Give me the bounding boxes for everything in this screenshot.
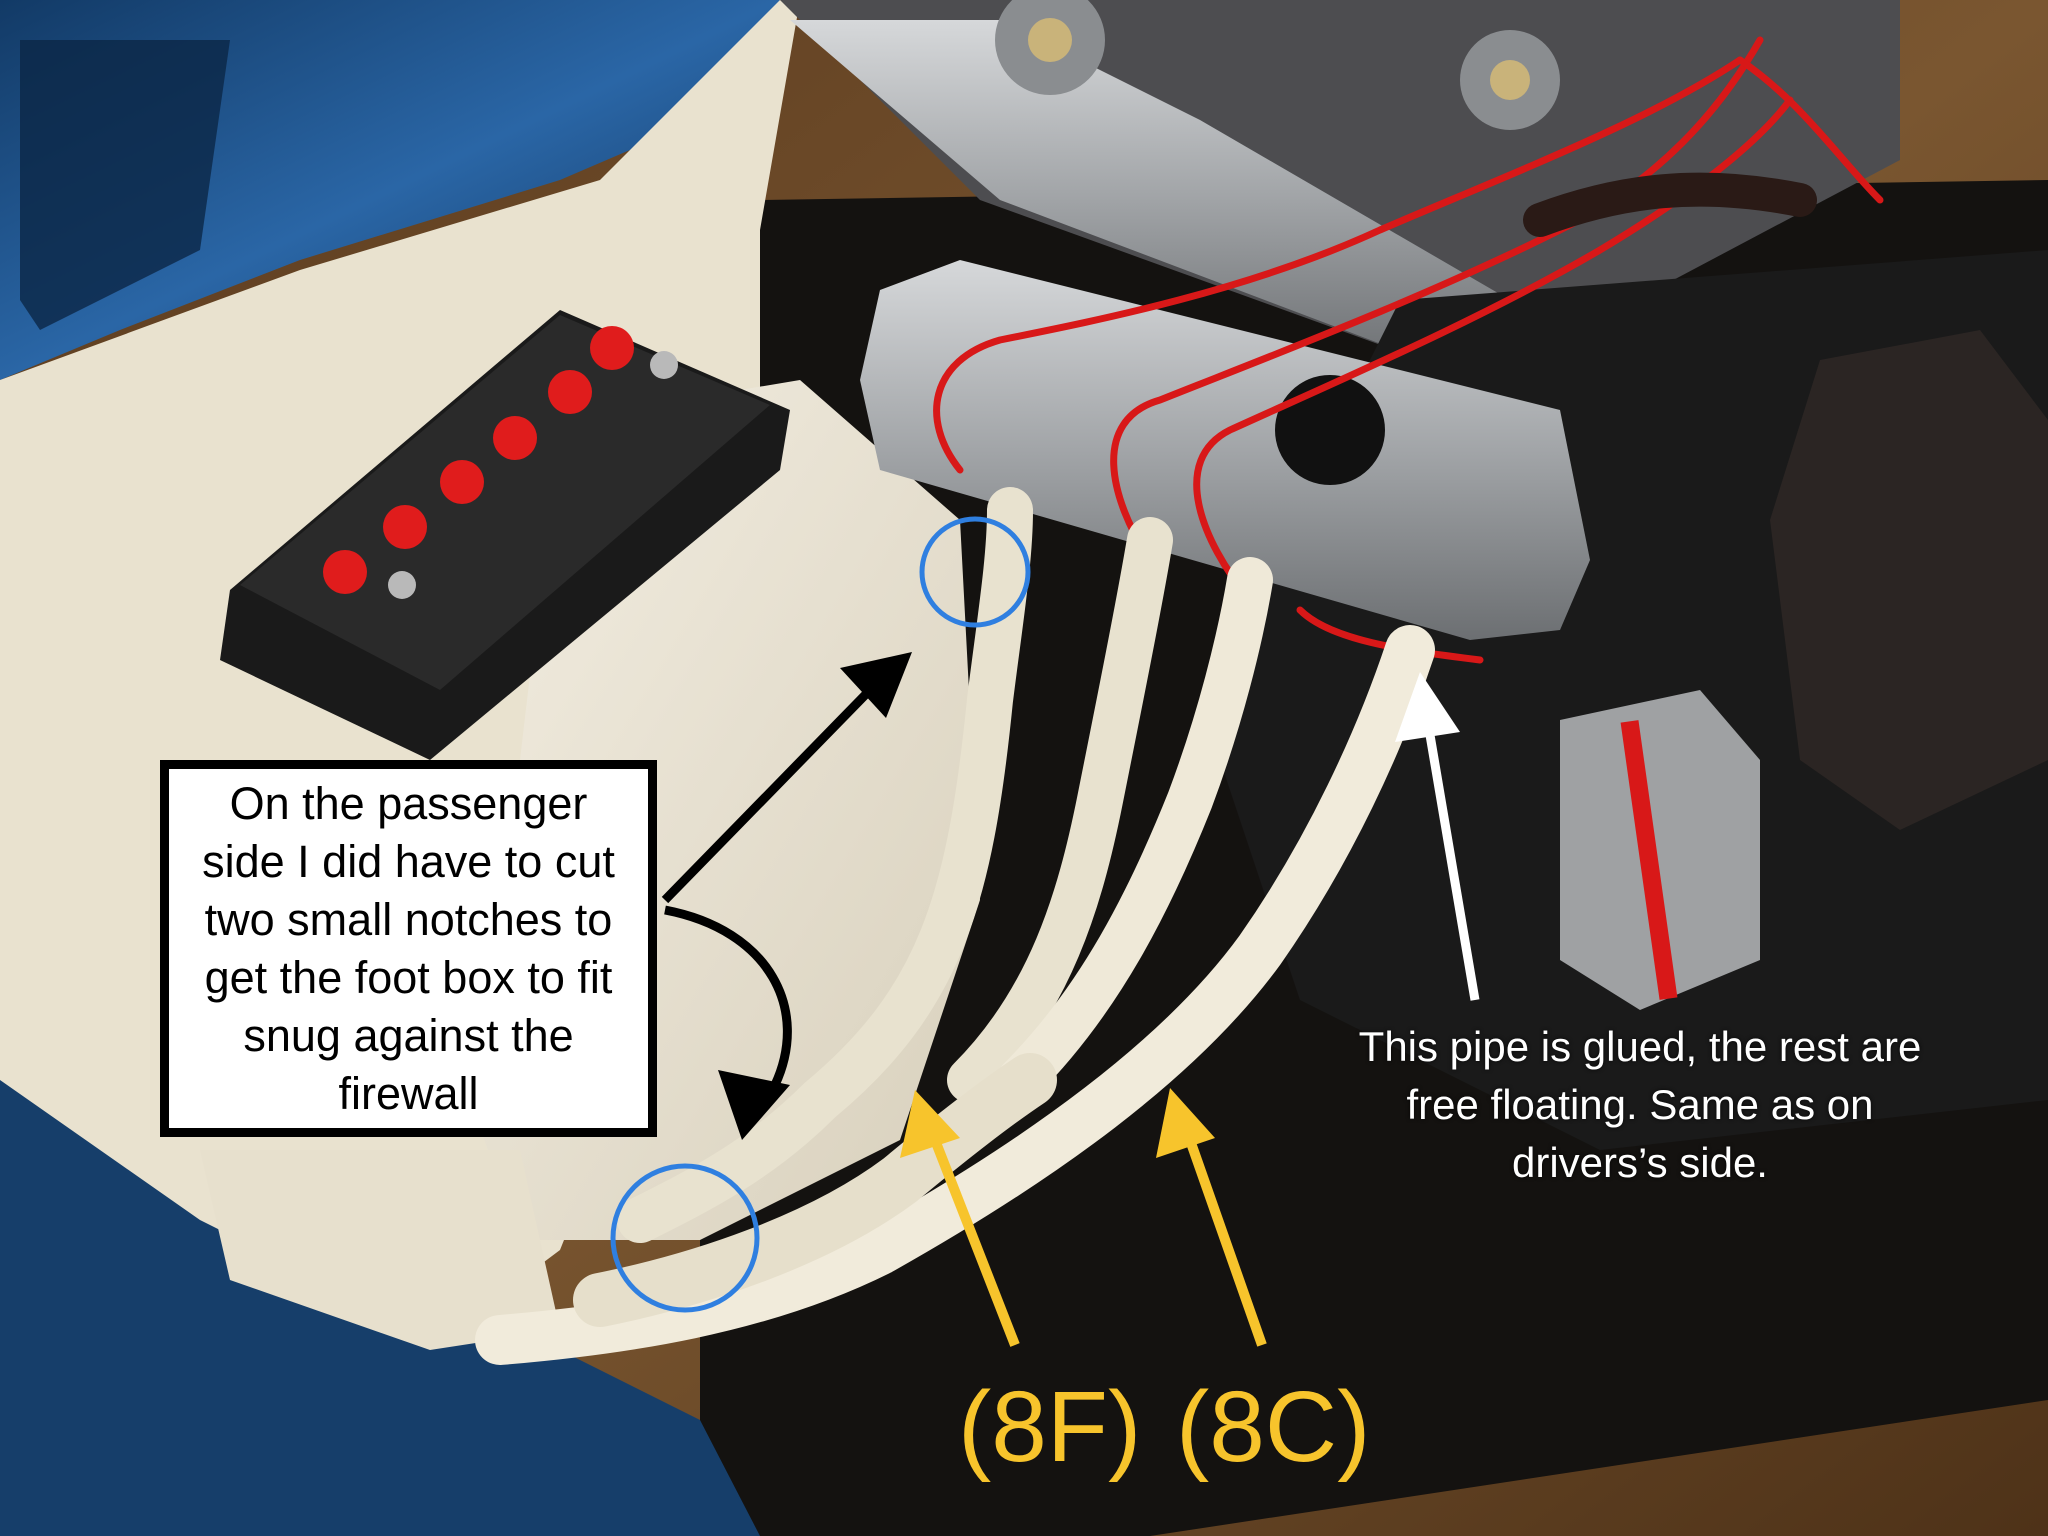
oil-cap <box>1275 375 1385 485</box>
header-pipe-2 <box>947 517 1173 1103</box>
yellow-arrow-8c <box>1156 1088 1267 1347</box>
header-pipe-3 <box>997 557 1273 1103</box>
yellow-arrow-8f <box>900 1090 1020 1347</box>
distributor <box>1560 690 1760 1010</box>
header-pipe-1 <box>617 487 1033 1243</box>
passenger-side-note-text: On the passenger side I did have to cut … <box>202 777 615 1119</box>
air-cleaner-silver-face <box>790 20 1510 370</box>
black-arrow-to-lower-notch <box>664 905 792 1140</box>
black-arrow-to-upper-notch <box>661 652 912 904</box>
collector-pipe <box>573 1053 1057 1327</box>
car-body-blue-recess <box>20 40 230 330</box>
passenger-side-note: On the passenger side I did have to cut … <box>160 760 657 1137</box>
notch-circle-lower <box>610 1163 760 1313</box>
battery-top <box>240 315 770 690</box>
label-8c: (8C) <box>1176 1371 1371 1483</box>
battery-caps <box>323 326 678 599</box>
valve-cover <box>860 260 1590 640</box>
foot-box-step <box>200 1150 560 1350</box>
glued-pipe-note: This pipe is glued, the rest are free fl… <box>1358 1023 1922 1186</box>
distributor-red-band <box>1620 720 1678 1000</box>
pulley <box>1770 330 2048 830</box>
label-8f: (8F) <box>958 1371 1142 1483</box>
notch-circle-upper <box>919 516 1031 628</box>
white-arrow-to-glued-pipe <box>1395 672 1480 1001</box>
black-hose <box>1523 172 1817 237</box>
header-pipes <box>475 487 1435 1365</box>
carburetors <box>995 0 1560 130</box>
header-pipe-glued <box>475 625 1435 1365</box>
